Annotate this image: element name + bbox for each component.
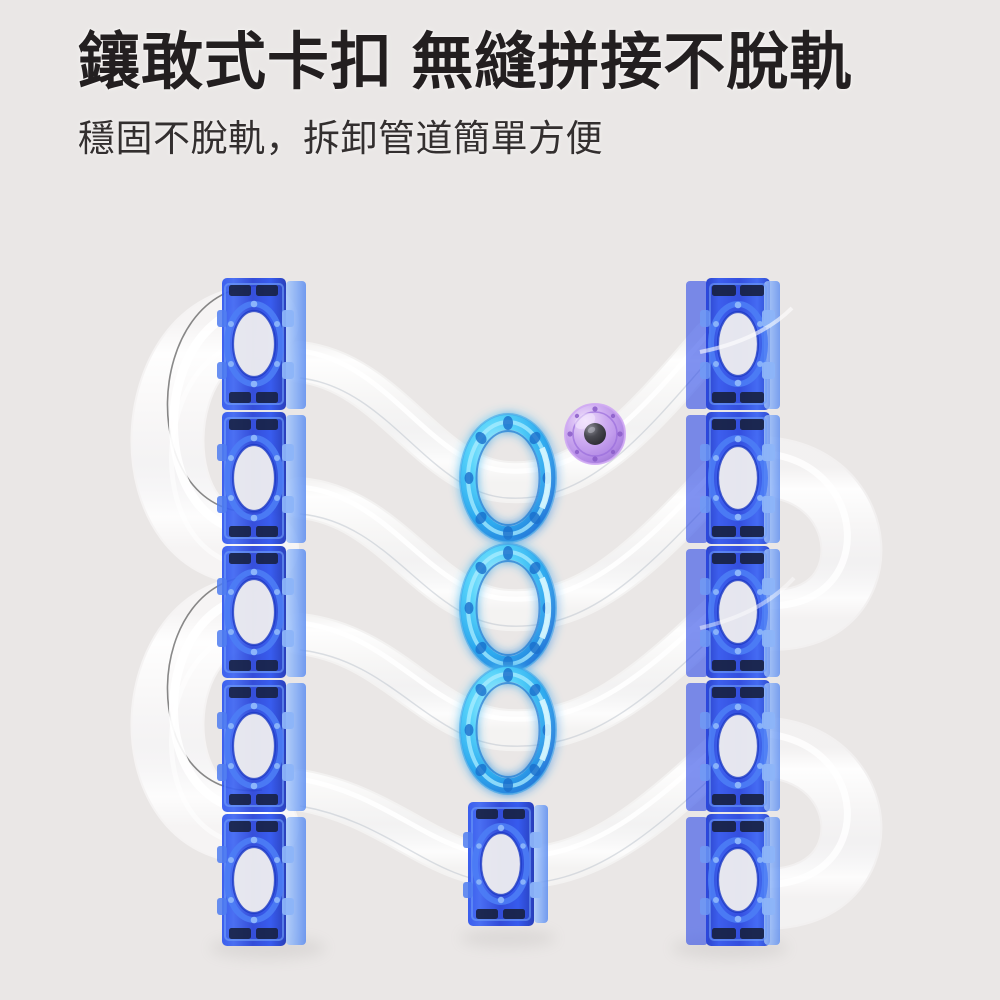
page-subtitle: 穩固不脫軌，拆卸管道簡單方便 bbox=[78, 118, 603, 160]
marble bbox=[584, 423, 606, 445]
text-block: 鑲敢式卡扣 無縫拼接不脫軌 穩固不脫軌，拆卸管道簡單方便 bbox=[78, 30, 938, 161]
center-bottom-tile[interactable] bbox=[463, 802, 548, 926]
purple-marble-holder[interactable] bbox=[564, 403, 626, 465]
left-vertical-track[interactable] bbox=[217, 278, 306, 946]
tube-highlights-front bbox=[699, 306, 796, 630]
right-vertical-track[interactable] bbox=[686, 278, 780, 946]
diagonal-tubes bbox=[279, 319, 743, 890]
page-title: 鑲敢式卡扣 無縫拼接不脫軌 bbox=[78, 28, 853, 97]
right-loop-tubes bbox=[711, 436, 883, 930]
